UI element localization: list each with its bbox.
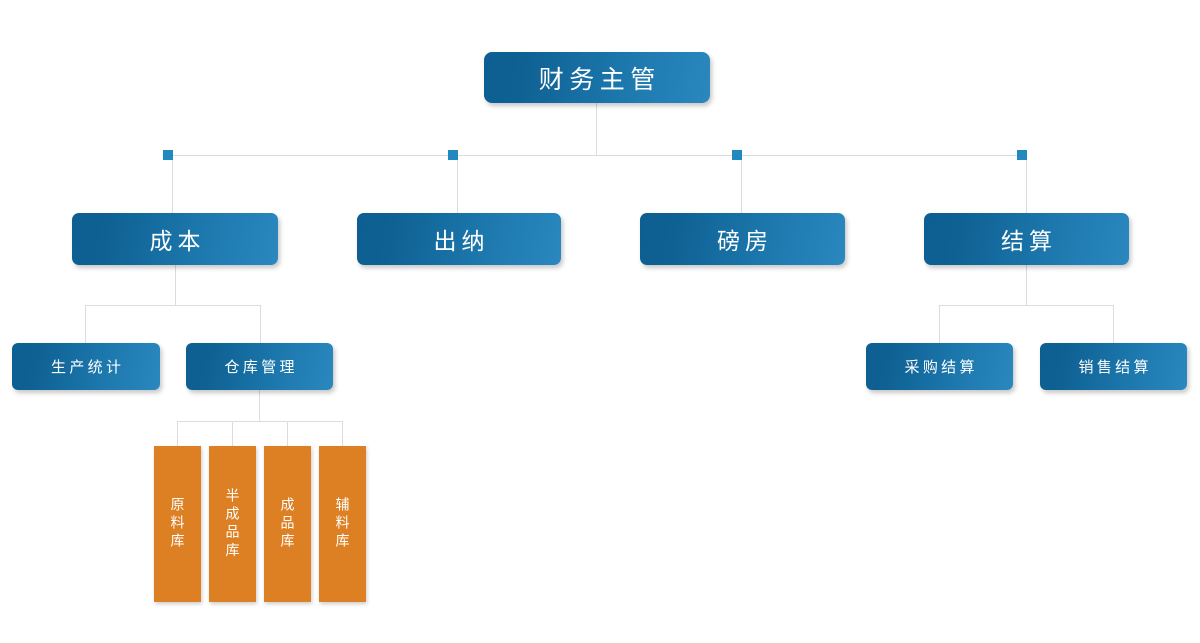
connector-level2-bus bbox=[168, 155, 1023, 156]
node-semi-finished-warehouse-label: 半成品库 bbox=[224, 487, 241, 561]
node-cost[interactable]: 成本 bbox=[72, 213, 278, 265]
connector-drop-warehouse-mgmt bbox=[260, 305, 261, 343]
node-auxiliary-material-warehouse[interactable]: 辅料库 bbox=[319, 446, 366, 602]
connector-warehouse-stem bbox=[259, 390, 260, 422]
node-raw-material-warehouse[interactable]: 原料库 bbox=[154, 446, 201, 602]
node-semi-finished-warehouse[interactable]: 半成品库 bbox=[209, 446, 256, 602]
connector-marker-cashier bbox=[448, 150, 458, 160]
connector-drop-raw-material bbox=[177, 421, 178, 447]
node-raw-material-warehouse-label: 原料库 bbox=[169, 496, 186, 552]
node-cashier[interactable]: 出纳 bbox=[357, 213, 561, 265]
node-purchase-settlement[interactable]: 采购结算 bbox=[866, 343, 1013, 390]
connector-drop-production-stats bbox=[85, 305, 86, 343]
node-finished-goods-warehouse-label: 成品库 bbox=[279, 496, 296, 552]
connector-drop-weighroom bbox=[741, 155, 742, 213]
connector-settlement-stem bbox=[1026, 265, 1027, 306]
connector-marker-settlement bbox=[1017, 150, 1027, 160]
connector-drop-purchase-settlement bbox=[939, 305, 940, 343]
connector-marker-cost bbox=[163, 150, 173, 160]
node-production-statistics[interactable]: 生产统计 bbox=[12, 343, 160, 390]
node-auxiliary-material-warehouse-label: 辅料库 bbox=[334, 496, 351, 552]
connector-drop-cashier bbox=[457, 155, 458, 213]
node-weighbridge-room[interactable]: 磅房 bbox=[640, 213, 845, 265]
node-settlement[interactable]: 结算 bbox=[924, 213, 1129, 265]
connector-drop-auxiliary-material bbox=[342, 421, 343, 447]
connector-drop-semi-finished bbox=[232, 421, 233, 447]
connector-settlement-bus bbox=[939, 305, 1114, 306]
connector-cost-bus bbox=[85, 305, 261, 306]
connector-drop-sales-settlement bbox=[1113, 305, 1114, 343]
connector-cost-stem bbox=[175, 265, 176, 306]
connector-drop-cost bbox=[172, 155, 173, 213]
node-warehouse-management[interactable]: 仓库管理 bbox=[186, 343, 333, 390]
node-finished-goods-warehouse[interactable]: 成品库 bbox=[264, 446, 311, 602]
connector-drop-finished-goods bbox=[287, 421, 288, 447]
connector-warehouse-bus bbox=[177, 421, 342, 422]
connector-root-stem bbox=[596, 103, 597, 156]
node-sales-settlement[interactable]: 销售结算 bbox=[1040, 343, 1187, 390]
connector-marker-weighroom bbox=[732, 150, 742, 160]
connector-drop-settlement bbox=[1026, 155, 1027, 213]
node-finance-supervisor[interactable]: 财务主管 bbox=[484, 52, 710, 103]
